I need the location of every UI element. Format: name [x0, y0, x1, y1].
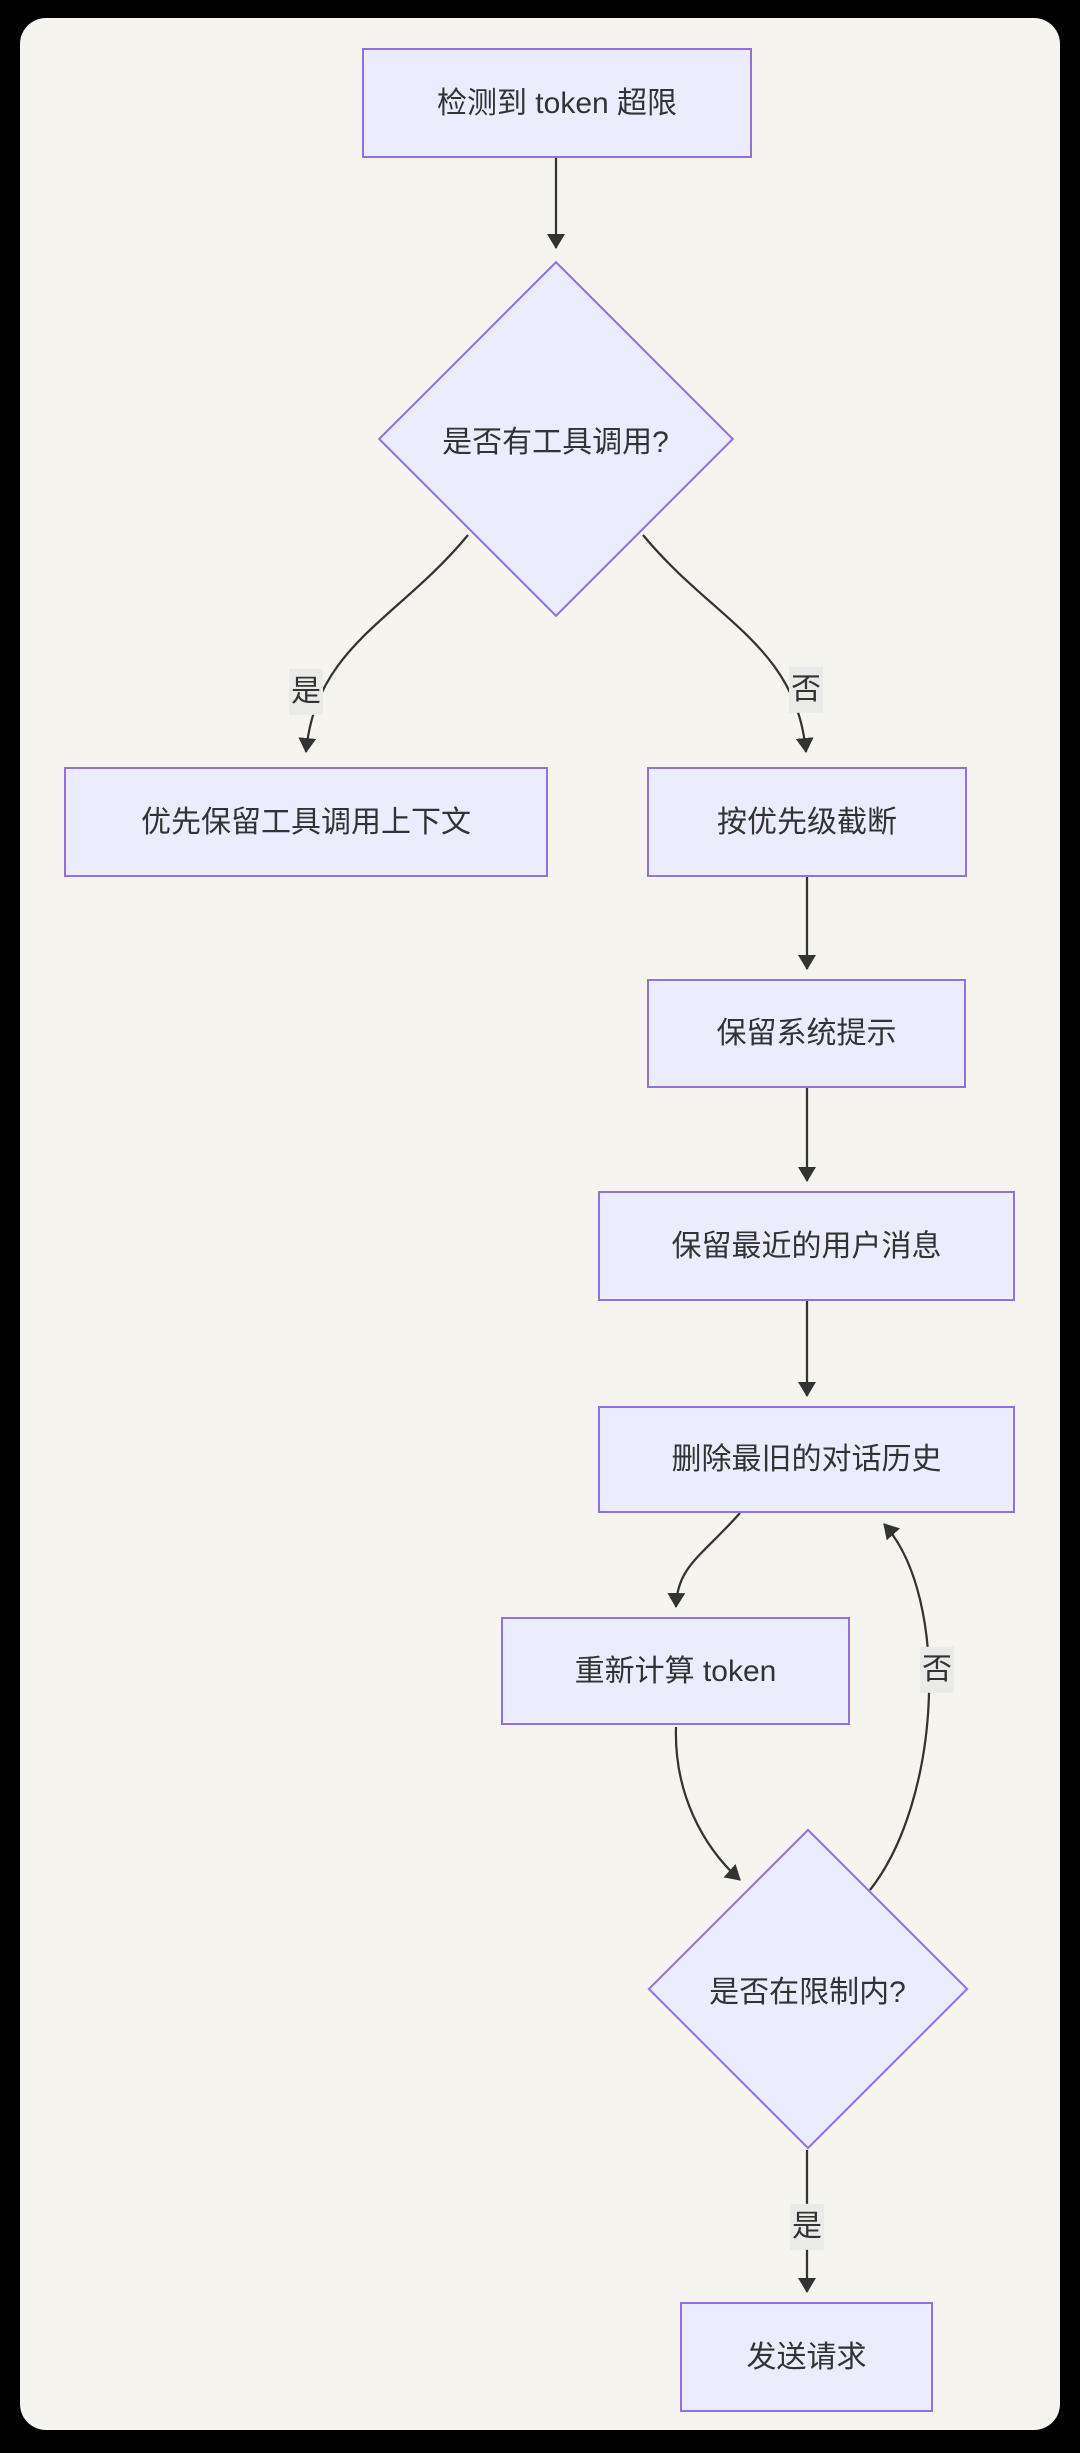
- edge-delete-to-recount: [667, 1512, 741, 1608]
- edge-label-yes-tool: 是: [289, 668, 323, 716]
- node-label: 检测到 token 超限: [436, 86, 678, 120]
- node-truncate-by-priority: 按优先级截断: [647, 767, 967, 877]
- edge-limit-no-loop: [869, 1523, 931, 1891]
- node-keep-system-prompt: 保留系统提示: [647, 979, 966, 1088]
- decision-within-limit: 是否在限制内?: [646, 1828, 969, 2150]
- node-label: 重新计算 token: [574, 1654, 777, 1688]
- edge-label-yes-limit: 是: [790, 2203, 824, 2251]
- node-send-request: 发送请求: [680, 2302, 933, 2412]
- edge-label-no-tool: 否: [789, 666, 823, 714]
- node-detect-token-overflow: 检测到 token 超限: [362, 48, 752, 158]
- node-label: 发送请求: [746, 2340, 867, 2374]
- node-keep-recent-user-messages: 保留最近的用户消息: [598, 1191, 1015, 1301]
- edge-decision-no: [642, 534, 814, 753]
- node-label: 是否在限制内?: [709, 1976, 906, 2009]
- edge-recount-to-decision: [674, 1726, 741, 1881]
- node-label: 是否有工具调用?: [442, 425, 669, 459]
- node-recount-token: 重新计算 token: [501, 1617, 850, 1725]
- edge-label-no-loop: 否: [920, 1646, 954, 1694]
- node-keep-tool-context: 优先保留工具调用上下文: [64, 767, 548, 877]
- node-label: 优先保留工具调用上下文: [141, 805, 471, 839]
- node-delete-oldest-history: 删除最旧的对话历史: [598, 1406, 1015, 1513]
- node-label: 保留最近的用户消息: [671, 1229, 942, 1263]
- node-label: 按优先级截断: [717, 805, 897, 839]
- node-label: 删除最旧的对话历史: [671, 1443, 942, 1476]
- node-label: 保留系统提示: [716, 1017, 897, 1050]
- decision-has-tool-call: 是否有工具调用?: [377, 260, 734, 617]
